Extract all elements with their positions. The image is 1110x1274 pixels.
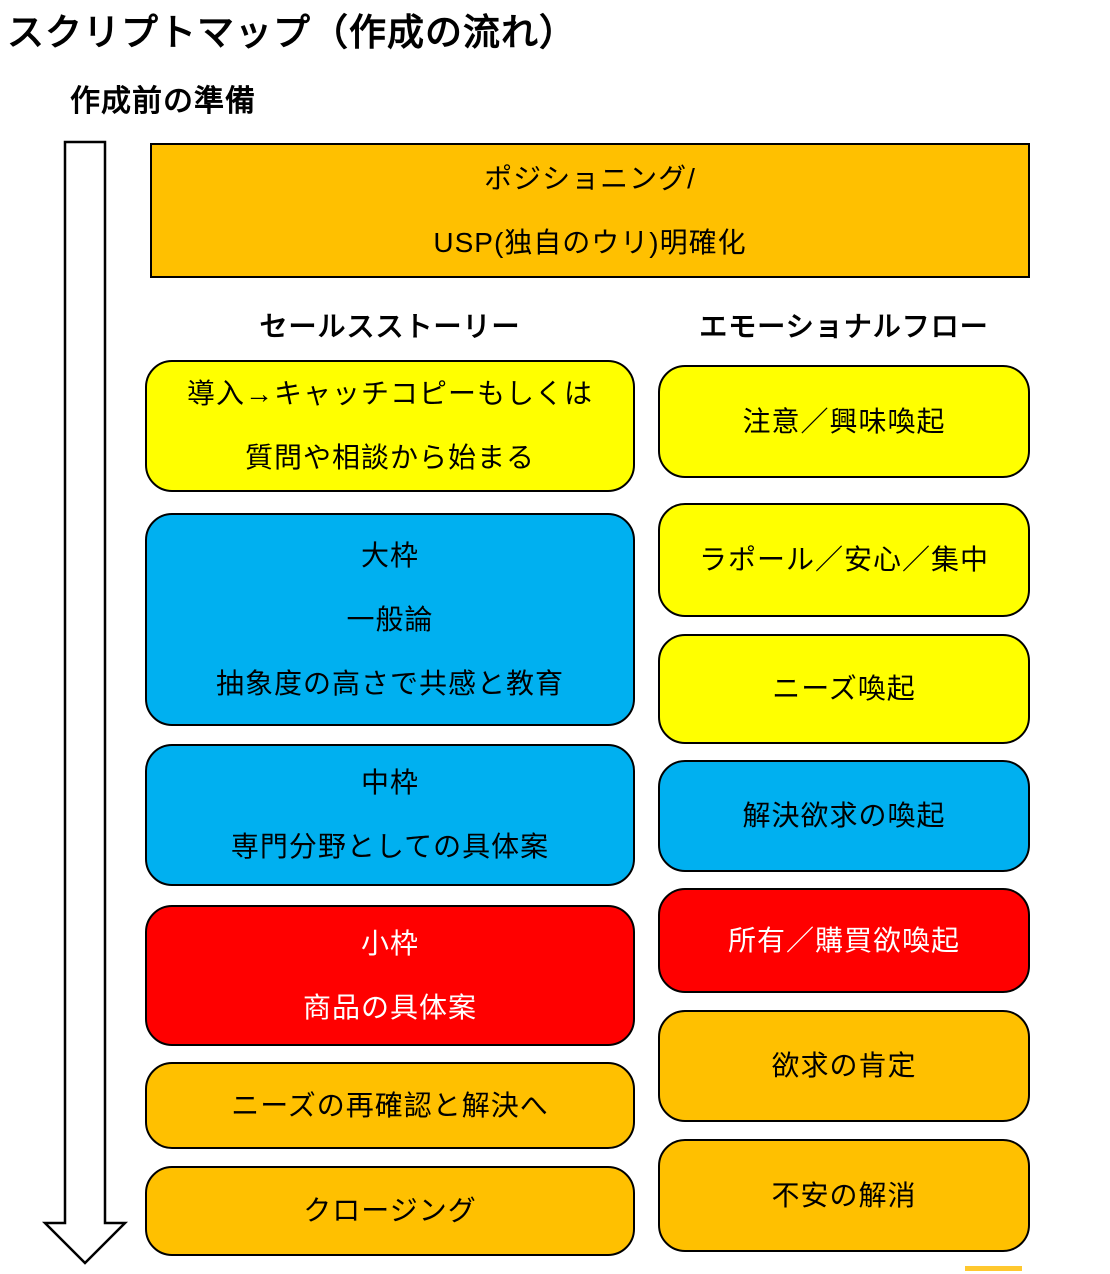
down-arrow-icon xyxy=(41,140,129,1265)
box-label: 不安の解消 xyxy=(771,1179,917,1211)
sales-story-box-closing: クロージング xyxy=(145,1166,635,1256)
box-label: クロージング xyxy=(303,1195,477,1226)
box-label: 中枠 専門分野としての具体案 xyxy=(230,767,550,862)
emotional-flow-box-purchase-desire: 所有／購買欲喚起 xyxy=(658,888,1030,993)
page-title: スクリプトマップ（作成の流れ） xyxy=(7,12,577,53)
emotional-flow-box-needs: ニーズ喚起 xyxy=(658,634,1030,744)
page-subtitle: 作成前の準備 xyxy=(70,85,256,118)
sales-story-box-small-frame: 小枠 商品の具体案 xyxy=(145,905,635,1046)
column-header-emotional-flow: エモーショナルフロー xyxy=(699,311,989,342)
box-label: 導入→キャッチコピーもしくは 質問や相談から始まる xyxy=(186,378,593,473)
emotional-flow-box-attention: 注意／興味喚起 xyxy=(658,365,1030,478)
box-label: 所有／購買欲喚起 xyxy=(727,924,960,956)
box-label: ニーズの再確認と解決へ xyxy=(231,1089,549,1121)
top-box-label: ポジショニング/ USP(独自のウリ)明確化 xyxy=(433,162,747,258)
sales-story-box-large-frame: 大枠 一般論 抽象度の高さで共感と教育 xyxy=(145,513,635,726)
sales-story-box-middle-frame: 中枠 専門分野としての具体案 xyxy=(145,744,635,886)
cropped-box-edge xyxy=(965,1266,1022,1271)
box-label: 欲求の肯定 xyxy=(771,1050,917,1081)
sales-story-box-needs-reconfirm: ニーズの再確認と解決へ xyxy=(145,1062,635,1149)
emotional-flow-box-solution-desire: 解決欲求の喚起 xyxy=(658,760,1030,872)
emotional-flow-box-remove-anxiety: 不安の解消 xyxy=(658,1139,1030,1252)
emotional-flow-box-affirm-desire: 欲求の肯定 xyxy=(658,1010,1030,1122)
box-label: ラポール／安心／集中 xyxy=(698,544,989,575)
column-header-sales-story: セールスストーリー xyxy=(259,311,521,342)
box-label: 解決欲求の喚起 xyxy=(742,800,946,831)
box-label: 小枠 商品の具体案 xyxy=(302,927,477,1023)
top-box-positioning-usp: ポジショニング/ USP(独自のウリ)明確化 xyxy=(150,143,1030,278)
box-label: 注意／興味喚起 xyxy=(742,405,946,437)
emotional-flow-box-rapport: ラポール／安心／集中 xyxy=(658,503,1030,617)
box-label: ニーズ喚起 xyxy=(772,673,916,704)
box-label: 大枠 一般論 抽象度の高さで共感と教育 xyxy=(215,539,564,699)
sales-story-box-intro: 導入→キャッチコピーもしくは 質問や相談から始まる xyxy=(145,360,635,492)
